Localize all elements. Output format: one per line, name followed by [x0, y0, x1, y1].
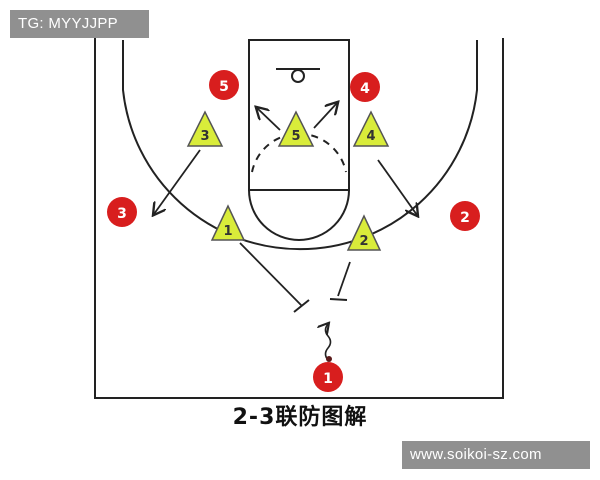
offense-player-5: 5 [209, 70, 239, 100]
watermark-bottom: www.soikoi-sz.com [402, 441, 590, 469]
defender-2-label: 2 [359, 234, 368, 249]
defender-4-label: 4 [366, 129, 375, 144]
screen-end-1 [293, 299, 310, 313]
defender-2: 2 [346, 214, 382, 251]
diagram-caption: 2-3联防图解 [232, 405, 368, 430]
rotation-arrow-4 [377, 159, 417, 215]
screen-end-2 [329, 298, 348, 301]
rotation-arrow-5-left [257, 108, 281, 131]
three-point-line [122, 40, 478, 251]
defender-3-label: 3 [200, 129, 209, 144]
rim [291, 69, 305, 83]
rotation-arrow-5-right [313, 103, 337, 129]
offense-player-3: 3 [107, 197, 137, 227]
watermark-top: TG: MYYJJPP [10, 10, 149, 38]
screen-line-1 [239, 242, 303, 307]
screen-line-2 [337, 261, 351, 297]
defender-1: 1 [210, 204, 246, 241]
court-boundary [94, 38, 504, 399]
defender-1-label: 1 [223, 224, 232, 239]
offense-player-3-label: 3 [117, 206, 127, 222]
offense-player-1-label: 1 [323, 371, 333, 387]
offense-player-2: 2 [450, 201, 480, 231]
offense-player-4-label: 4 [360, 81, 370, 97]
offense-player-5-label: 5 [219, 79, 229, 95]
defender-5-label: 5 [291, 129, 300, 144]
offense-player-4: 4 [350, 72, 380, 102]
offense-player-2-label: 2 [460, 210, 470, 226]
offense-player-1: 1 [313, 356, 343, 392]
defender-3: 3 [186, 110, 224, 147]
paint-lane [248, 39, 350, 191]
defender-4: 4 [352, 110, 390, 147]
rotation-arrow-3 [154, 149, 201, 214]
defender-5: 5 [277, 110, 315, 147]
dribble-path [326, 324, 332, 361]
free-throw-circle [248, 189, 350, 241]
